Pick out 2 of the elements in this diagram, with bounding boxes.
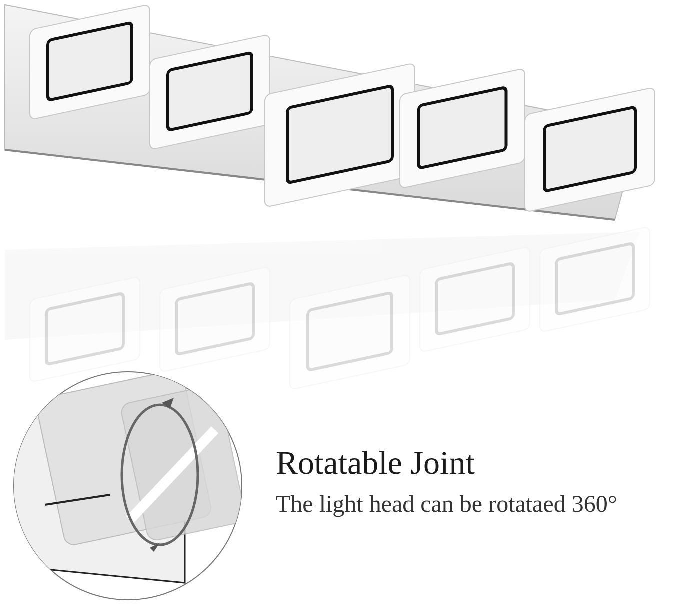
feature-description: The light head can be rotataed 360°	[276, 492, 618, 519]
feature-heading: Rotatable Joint	[276, 446, 475, 483]
